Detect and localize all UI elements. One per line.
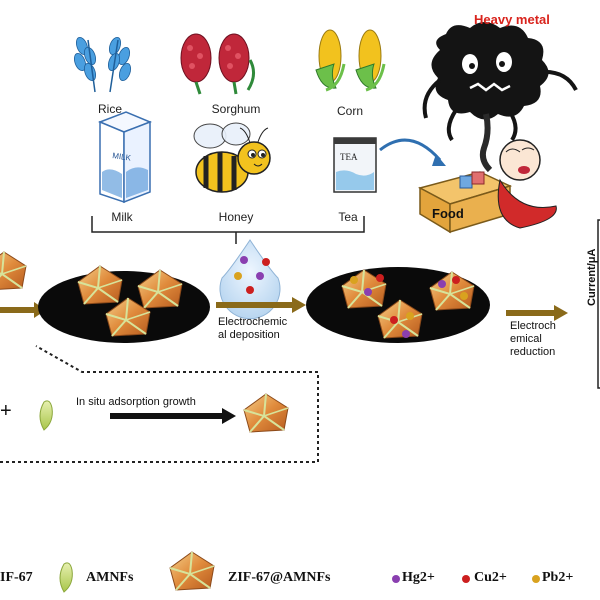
legend-zif67-amnfs: ZIF-67@AMNFs: [228, 570, 331, 585]
droplet-ion-hg-2: [256, 272, 264, 280]
milk-carton-text: MILK: [112, 151, 132, 163]
step-electrochemical-reduction: Electroch emical reduction: [510, 320, 556, 358]
electrode-ion-hg-2: [438, 280, 446, 288]
arrow-2-head: [292, 297, 306, 313]
solution-droplet: [219, 239, 281, 320]
legend-pb: Pb2+: [542, 570, 574, 585]
electrode-ion-pb-3: [406, 312, 414, 320]
legend-pb-dot: [532, 575, 540, 583]
curved-arrow-head: [432, 154, 446, 166]
food-label-milk: Milk: [111, 210, 133, 224]
droplet-ion-hg-1: [240, 256, 248, 264]
legend-cu-dot: [462, 575, 470, 583]
droplet-ion-cu-2: [246, 286, 254, 294]
electrode-ion-cu-1: [376, 274, 384, 282]
food-label-honey: Honey: [218, 210, 254, 224]
droplet-ion-cu-1: [262, 258, 270, 266]
legend-zif67-amnfs-crystal: [169, 551, 215, 591]
curved-arrow: [379, 138, 442, 161]
legend-hg: Hg2+: [402, 570, 435, 585]
heavy-metal-title: Heavy metal: [474, 12, 550, 27]
zif67-amnfs-product-callout: [243, 393, 289, 433]
step-electrochemical-deposition: Electrochemic al deposition: [218, 316, 288, 341]
electrode-ion-hg-3: [402, 330, 410, 338]
dashed-callout-box: [0, 345, 319, 463]
child-icon: [497, 139, 557, 229]
food-label-rice: Rice: [97, 102, 122, 116]
step-in-situ-growth: In situ adsorption growth: [76, 396, 196, 408]
sorghum-icon: [180, 33, 255, 95]
legend-cu: Cu2+: [474, 570, 507, 585]
tea-can-text: TEA: [340, 152, 358, 162]
amnfs-leaf-callout: [39, 400, 53, 431]
legend-hg-dot: [392, 575, 400, 583]
arrow-4-head: [222, 408, 236, 424]
partial-crystal-left: [0, 251, 27, 291]
arrow-3-head: [554, 305, 568, 321]
graph-axis-fragment: [597, 219, 600, 389]
tea-can-icon: [333, 137, 377, 193]
food-bracket: [91, 216, 365, 233]
legend-amnfs: AMNFs: [86, 570, 134, 585]
electrode-ion-cu-2: [452, 276, 460, 284]
legend-zif67: IF-67: [0, 570, 33, 585]
electrode-ion-pb-1: [350, 276, 358, 284]
food-box-label: Food: [432, 206, 464, 221]
rice-icon: [73, 36, 132, 93]
legend-amnfs-leaf: [59, 562, 73, 593]
food-box-icon: [417, 171, 513, 234]
food-label-corn: Corn: [336, 104, 363, 118]
food-label-sorghum: Sorghum: [211, 102, 261, 116]
electrode-ion-pb-2: [460, 292, 468, 300]
y-axis-label: Current/μA: [586, 248, 598, 306]
milk-carton-icon: [97, 111, 153, 204]
corn-icon: [315, 29, 386, 92]
plus-sign: +: [0, 400, 12, 422]
droplet-ion-pb-1: [234, 272, 242, 280]
electrode-ion-cu-3: [390, 316, 398, 324]
food-label-tea: Tea: [338, 210, 358, 224]
heavy-metal-monster-icon: [422, 22, 578, 173]
bee-icon: [193, 122, 271, 193]
electrode-ion-hg-1: [364, 288, 372, 296]
